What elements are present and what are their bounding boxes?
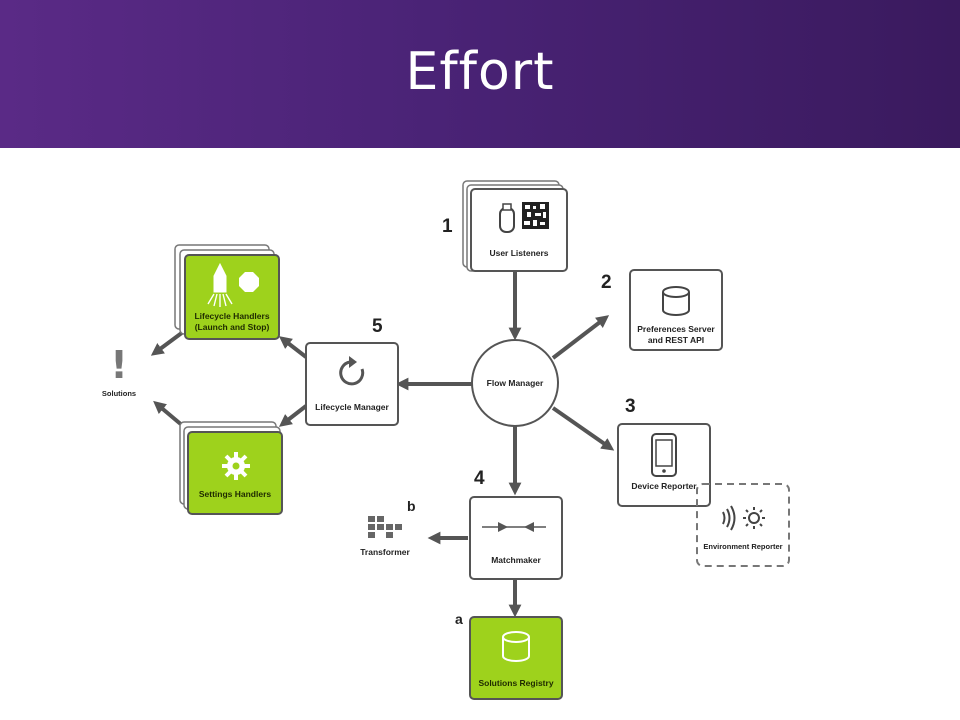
sound-waves-icon	[722, 505, 736, 531]
step-number-1: 1	[442, 216, 453, 237]
refresh-cycle-icon	[339, 356, 365, 386]
light-sun-icon	[743, 507, 765, 529]
converging-arrows-icon	[482, 522, 546, 532]
environment-reporter-node: Environment Reporter	[696, 483, 790, 567]
slide-title: Effort	[405, 42, 555, 102]
user-listeners-node: User Listeners	[462, 180, 568, 272]
exclamation-icon: !	[110, 343, 127, 387]
flow-manager-node: Flow Manager	[471, 339, 559, 427]
phone-icon	[651, 433, 677, 477]
arrow-flow-to-device	[551, 406, 615, 451]
matchmaker-label: Matchmaker	[491, 555, 541, 565]
arrow-lifecycle-to-settings	[278, 404, 308, 427]
flow-manager-label: Flow Manager	[487, 378, 544, 388]
gear-icon	[222, 452, 250, 480]
preferences-server-node: Preferences Server and REST API	[629, 269, 723, 351]
settings-handlers-label: Settings Handlers	[199, 489, 272, 499]
connectors	[150, 272, 615, 618]
lifecycle-handlers-label-line2: (Launch and Stop)	[195, 322, 270, 332]
lifecycle-handlers-node: Lifecycle Handlers (Launch and Stop)	[174, 244, 280, 340]
arrow-handlers-to-solutions	[150, 330, 185, 356]
transformer-label: Transformer	[360, 547, 410, 557]
arrow-settings-to-solutions	[153, 400, 185, 428]
user-listeners-label: User Listeners	[489, 248, 548, 258]
lifecycle-manager-label: Lifecycle Manager	[315, 402, 389, 412]
device-reporter-label: Device Reporter	[631, 481, 697, 491]
database-icon	[502, 631, 530, 662]
step-number-4: 4	[474, 468, 485, 489]
device-reporter-node: Device Reporter	[617, 423, 711, 507]
stop-octagon-icon	[239, 272, 259, 292]
solutions-registry-node: Solutions Registry	[469, 616, 563, 700]
transformer-blocks-icon	[368, 516, 402, 538]
sub-label-a: a	[455, 611, 463, 627]
environment-reporter-label: Environment Reporter	[703, 542, 782, 551]
lifecycle-handlers-label-line1: Lifecycle Handlers	[194, 311, 269, 321]
arrow-lifecycle-to-handlers	[278, 336, 308, 359]
qr-code-icon	[522, 202, 549, 229]
settings-handlers-node: Settings Handlers	[179, 421, 283, 515]
step-number-5: 5	[372, 316, 383, 337]
matchmaker-node: Matchmaker	[469, 496, 563, 580]
step-number-3: 3	[625, 396, 636, 417]
preferences-server-label-line1: Preferences Server	[637, 324, 715, 334]
database-icon	[662, 286, 690, 316]
usb-icon	[499, 203, 515, 233]
step-number-2: 2	[601, 272, 612, 293]
sub-label-b: b	[407, 498, 416, 514]
preferences-server-label-line2: and REST API	[648, 335, 704, 345]
rocket-launch-icon	[207, 262, 233, 307]
title-banner: Effort	[0, 0, 960, 148]
arrow-flow-to-preferences	[551, 315, 610, 360]
lifecycle-manager-node: Lifecycle Manager	[305, 342, 399, 426]
solutions-node: ! Solutions	[102, 343, 136, 398]
solutions-label: Solutions	[102, 389, 136, 398]
transformer-node: Transformer	[360, 516, 410, 557]
solutions-registry-label: Solutions Registry	[478, 678, 553, 688]
